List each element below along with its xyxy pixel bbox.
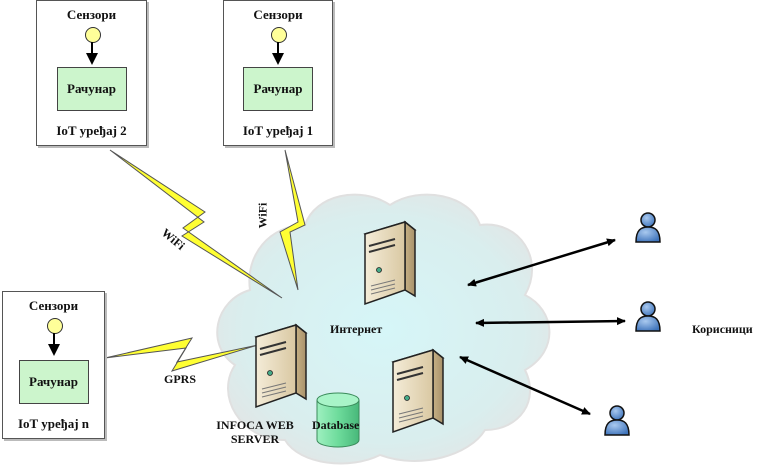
web-server-label-line2: SERVER (230, 432, 280, 446)
computer-box: Рачунар (18, 360, 89, 404)
arrow-down-icon (85, 53, 98, 65)
server-third (391, 348, 445, 434)
iot-device-1: Сензори Рачунар IoT уређај 1 (223, 0, 333, 146)
wifi-link-right (279, 149, 306, 291)
server-internet (363, 220, 417, 306)
user-icon (635, 212, 661, 243)
arrow-user-2 (475, 317, 626, 327)
web-server-label-line1: INFOCA WEB (216, 418, 294, 432)
arrow-stem (277, 42, 279, 54)
sensor-icon (271, 27, 287, 43)
sensors-label: Сензори (28, 298, 79, 313)
arrow-down-icon (272, 53, 284, 65)
sensor-icon (84, 27, 101, 43)
wifi-label-right: WiFi (255, 202, 270, 229)
arrow-stem (52, 333, 55, 345)
computer-box: Рачунар (56, 67, 127, 111)
iot-device-n: Сензори Рачунар IoT уређај n (2, 291, 105, 439)
computer-box: Рачунар (243, 67, 313, 111)
sensor-icon (46, 318, 63, 334)
arrow-down-icon (47, 344, 60, 356)
database-label: Database (312, 418, 360, 432)
internet-label: Интернет (330, 322, 383, 336)
user-icon (604, 405, 630, 436)
iot-device-2: Сензори Рачунар IoT уређај 2 (36, 0, 147, 146)
database-icon (316, 392, 360, 448)
gprs-label: GPRS (164, 372, 197, 386)
arrow-stem (90, 42, 93, 54)
device-label: IoT уређај 2 (56, 123, 127, 138)
user-icon (635, 301, 661, 332)
device-label: IoT уређај 1 (242, 123, 314, 138)
server-web (254, 323, 308, 409)
arrow-user-3 (459, 355, 591, 416)
device-label: IoT уређај n (17, 416, 90, 431)
web-server-label: INFOCA WEB SERVER (200, 418, 310, 446)
arrow-user-1 (467, 238, 616, 287)
wifi-link-left (109, 149, 283, 299)
users-label: Корисници (692, 322, 753, 336)
sensors-label: Сензори (253, 7, 303, 22)
sensors-label: Сензори (66, 7, 117, 22)
